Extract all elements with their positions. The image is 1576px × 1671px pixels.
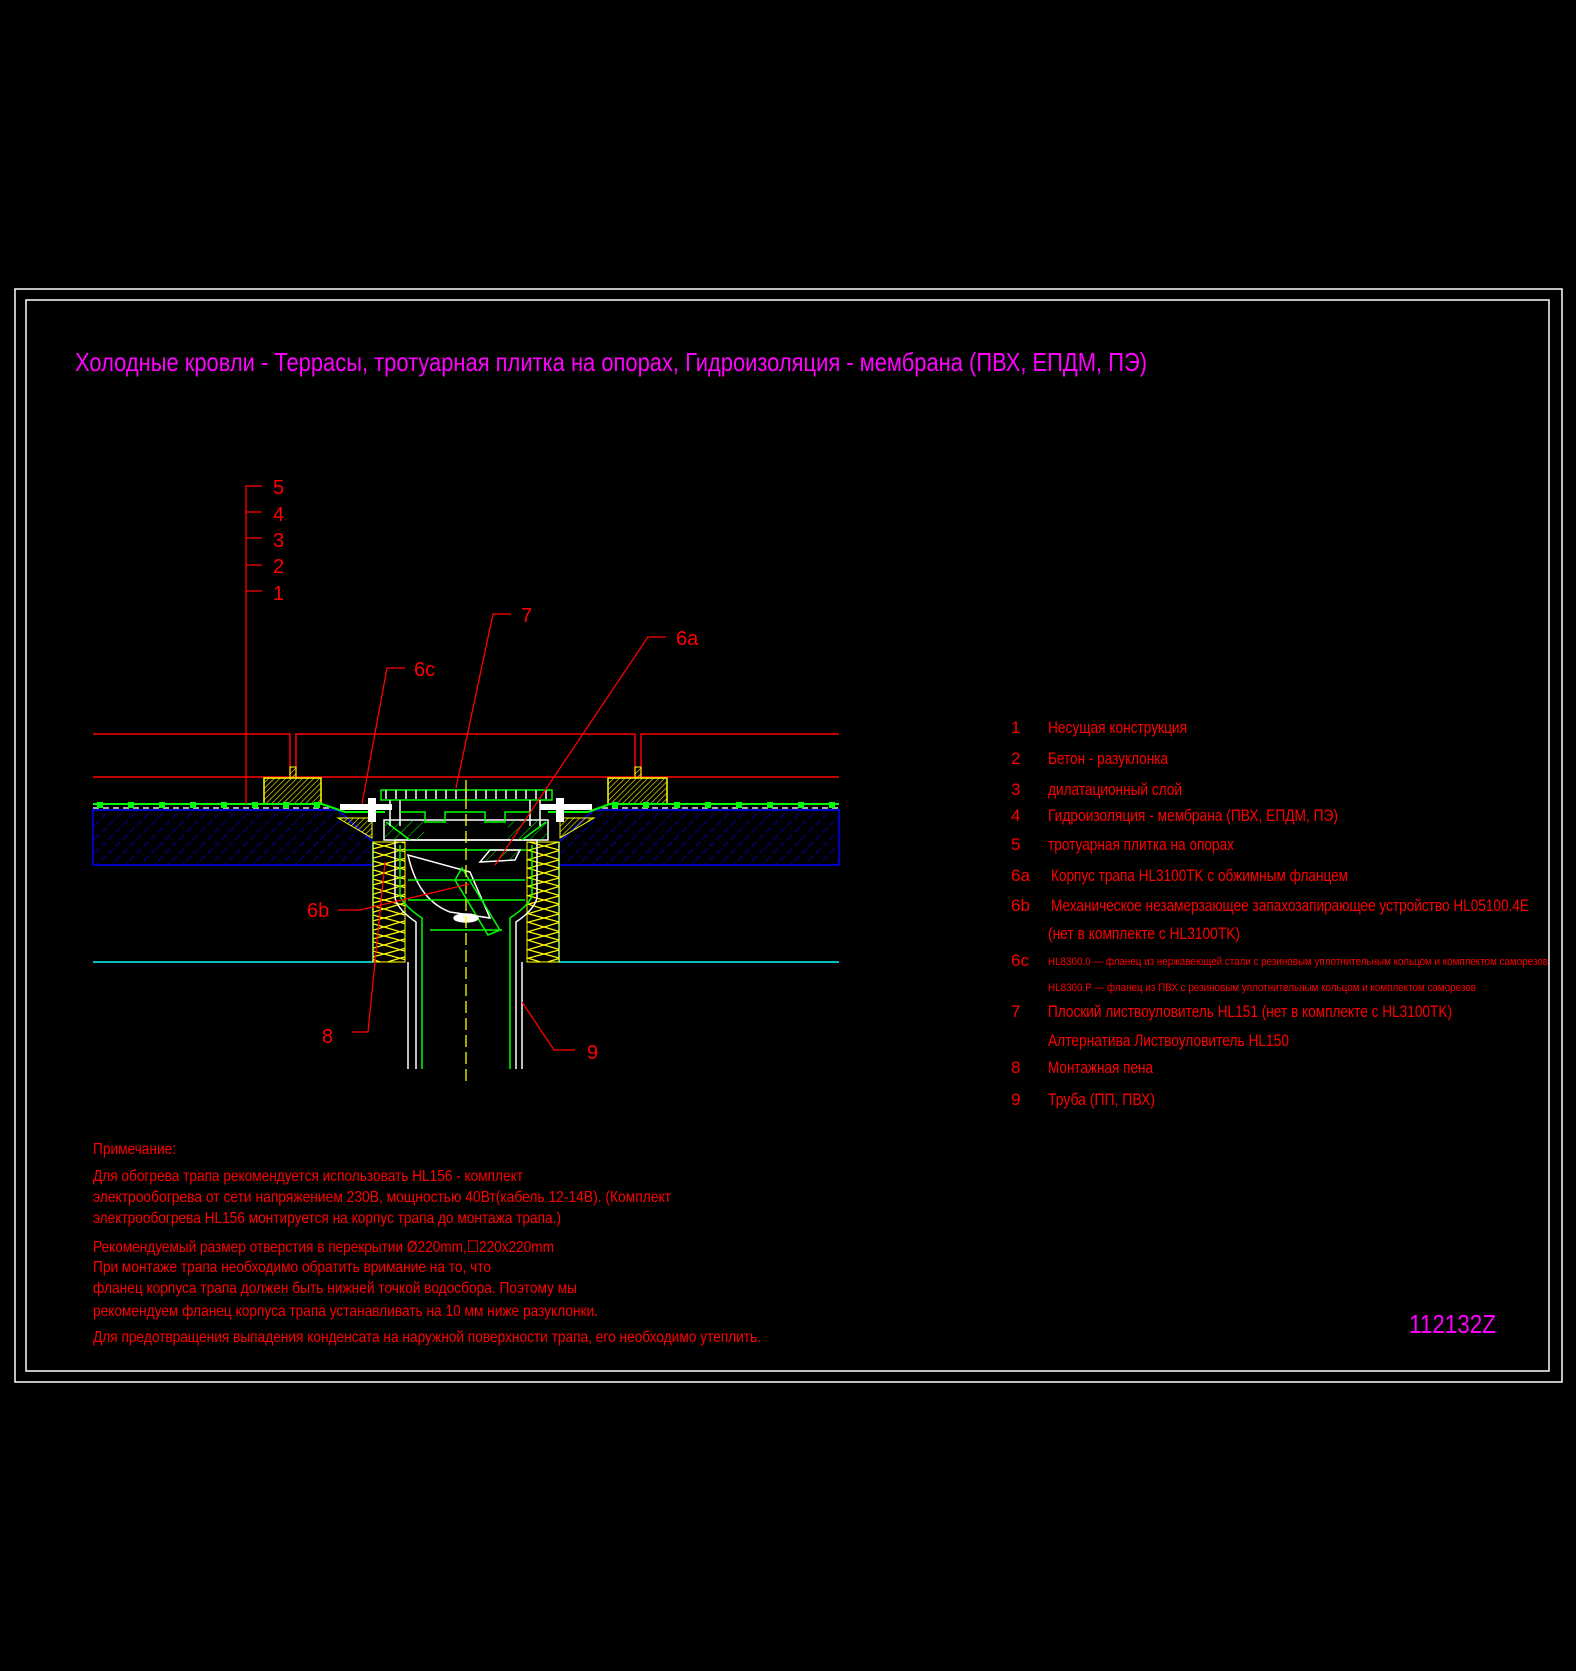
callout-3: 3 [273,530,284,552]
callout-6a: 6a [676,628,699,650]
legend-text: Плоский листвоуловитель HL151 (нет в ком… [1048,1002,1452,1021]
callout-4: 4 [273,504,284,526]
note-line: При монтаже трапа необходимо обратить вр… [93,1259,491,1276]
note-line: Для обогрева трапа рекомендуется использ… [93,1168,524,1185]
legend-num: 1 [1011,718,1020,737]
legend-text: Бетон - разуклонка [1048,749,1168,768]
notes: Примечание: Для обогрева трапа рекоменду… [93,1141,761,1346]
legend-text-2: (нет в комплекте с HL3100TK) [1048,924,1240,943]
flange-wedge-left [336,817,373,839]
callout-9: 9 [587,1042,598,1064]
legend-text: Гидроизоляция - мембрана (ПВХ, ЕПДМ, ПЭ) [1048,806,1338,825]
callout-6b: 6b [307,900,329,922]
paving-tiles [93,733,839,778]
drawing-id: 112132Z [1409,1309,1496,1339]
callout-leaders [245,485,666,1051]
note-line: Рекомендуемый размер отверстия в перекры… [93,1239,554,1256]
flange-wedge-right [559,817,596,839]
legend-num: 6a [1011,866,1030,885]
legend-text: HL8300.0 — фланец из нержавеющей стали с… [1048,956,1548,968]
legend-num: 9 [1011,1090,1020,1109]
drawing-title: Холодные кровли - Террасы, тротуарная пл… [75,347,1147,377]
notes-heading: Примечание: [93,1141,176,1158]
membrane [93,803,839,813]
legend-num: 3 [1011,780,1020,799]
callout-7: 7 [521,605,532,627]
legend-num: 2 [1011,749,1020,768]
callout-6c: 6c [414,659,435,681]
section-drawing: 5 4 3 2 1 7 6a 6c 6b 8 9 [92,477,840,1082]
membrane-dots [97,802,835,808]
inner-frame [25,299,1550,1372]
legend-text-2: Алтернатива Листвоуловитель HL150 [1048,1031,1289,1050]
legend-text: Несущая конструкция [1048,718,1187,737]
callout-1: 1 [273,583,284,605]
drain-body [383,819,549,1069]
tile-supports [263,766,668,805]
clamping-flange [340,798,592,822]
legend-num: 6b [1011,896,1030,915]
legend-text: Механическое незамерзающее запахозапираю… [1051,896,1529,915]
callout-2: 2 [273,556,284,578]
legend-text: Труба (ПП, ПВХ) [1048,1090,1155,1109]
note-line: фланец корпуса трапа должен быть нижней … [93,1280,577,1297]
legend-text: Монтажная пена [1048,1058,1153,1077]
callout-labels: 5 4 3 2 1 7 6a 6c 6b 8 9 [273,477,699,1064]
legend: 1 Несущая конструкция 2 Бетон - разуклон… [1011,718,1548,1109]
legend-text-2: HL8300.P — фланец из ПВХ с резиновым упл… [1048,982,1476,994]
legend-text: Корпус трапа HL3100TK с обжимным фланцем [1051,866,1348,885]
legend-num: 6c [1011,951,1029,970]
callout-5: 5 [273,477,284,499]
legend-num: 5 [1011,835,1020,854]
callout-8: 8 [322,1026,333,1048]
note-line: рекомендуем фланец корпуса трапа устанав… [93,1303,598,1320]
legend-num: 8 [1011,1058,1020,1077]
note-line: электрообогрева от сети напряжением 230В… [93,1189,672,1206]
legend-num: 4 [1011,806,1020,825]
note-line: Для предотвращения выпадения конденсата … [93,1329,761,1346]
legend-num: 7 [1011,1002,1020,1021]
legend-text: дилатационный слой [1048,780,1182,799]
note-line: электрообогрева HL156 монтируется на кор… [93,1210,561,1227]
outer-frame [14,288,1563,1383]
legend-text: тротуарная плитка на опорах [1048,835,1234,854]
